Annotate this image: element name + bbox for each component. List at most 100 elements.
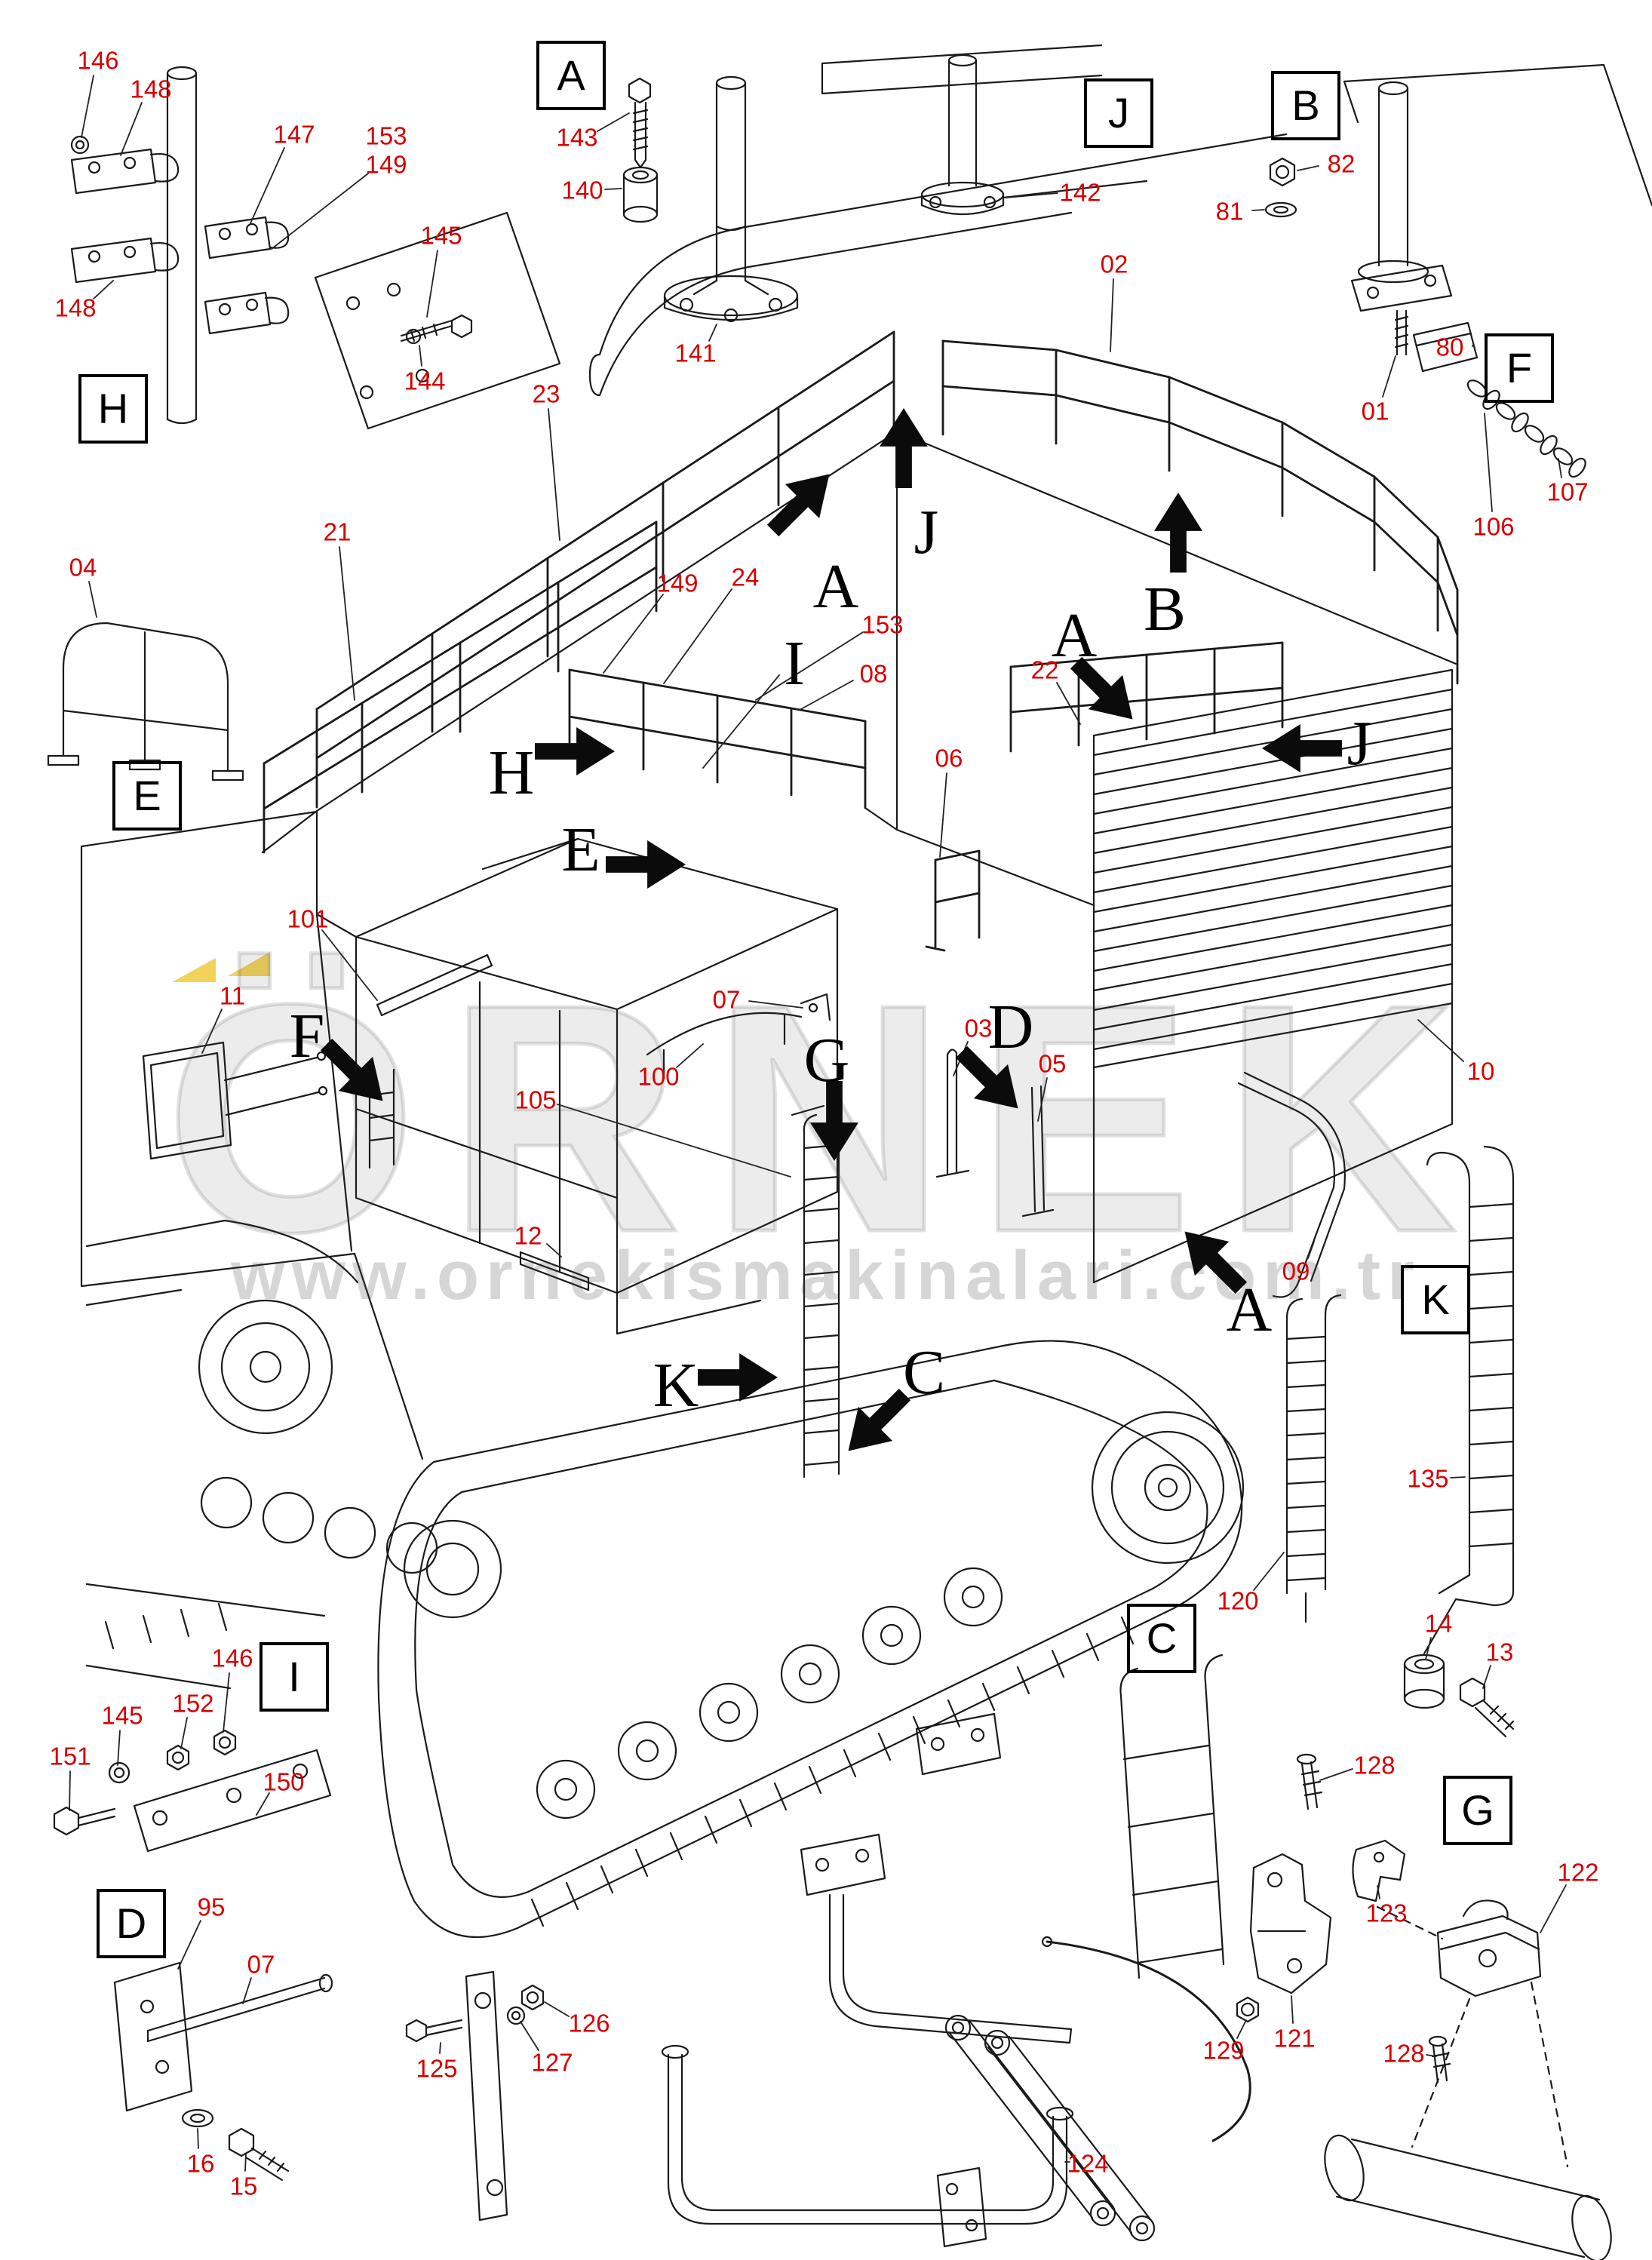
part-number-121-46: 121: [1273, 2024, 1316, 2053]
section-box-letter-C: C: [1146, 1614, 1178, 1662]
part-number-95-52: 95: [197, 1893, 226, 1921]
leader-line: [548, 408, 560, 541]
part-number-127-51: 127: [531, 2048, 573, 2077]
leader-line: [1291, 1995, 1294, 2024]
callout-letter-J-4: J: [1346, 708, 1372, 778]
section-box-D: D: [97, 1889, 166, 1958]
leader-line: [244, 2154, 247, 2172]
section-box-K: K: [1401, 1265, 1470, 1334]
leader-line: [597, 112, 630, 132]
part-number-15-55: 15: [229, 2172, 258, 2200]
part-number-153-3: 153: [365, 121, 407, 150]
part-number-05-35: 05: [1038, 1049, 1067, 1078]
section-box-C: C: [1127, 1604, 1196, 1673]
part-number-147-2: 147: [273, 120, 315, 149]
leader-line: [939, 772, 947, 858]
callout-letter-A-3: A: [1051, 600, 1098, 671]
leader-line: [242, 1977, 252, 2004]
part-number-22-27: 22: [1030, 656, 1059, 684]
leader-line: [69, 1770, 71, 1811]
leader-line: [546, 1243, 562, 1257]
part-number-82-14: 82: [1327, 149, 1356, 178]
part-number-151-56: 151: [49, 1742, 91, 1770]
plate-d-detail: [113, 1961, 333, 2182]
spacer-bolt-detail: [1403, 1598, 1515, 1738]
part-number-122-43: 122: [1557, 1858, 1599, 1887]
section-box-letter-G: G: [1461, 1786, 1494, 1834]
handle-124: [661, 2044, 1074, 2225]
part-number-128-42: 128: [1353, 1751, 1396, 1779]
leader-line: [1253, 1552, 1285, 1591]
part-number-11-28: 11: [219, 981, 246, 1010]
strap-125-detail: [405, 1970, 545, 2222]
part-number-10-36: 10: [1466, 1057, 1495, 1085]
section-box-H: H: [78, 374, 148, 444]
part-number-06-26: 06: [935, 744, 963, 772]
callout-letter-C-12: C: [902, 1337, 946, 1408]
leader-line: [603, 594, 664, 674]
callout-letter-D-9: D: [987, 992, 1034, 1062]
leader-line: [755, 631, 864, 701]
callout-letter-B-2: B: [1143, 574, 1187, 644]
leader-line: [180, 1717, 188, 1749]
handle-09: [1237, 1071, 1346, 1298]
part-number-145-57: 145: [101, 1701, 143, 1730]
part-number-150-60: 150: [263, 1767, 305, 1796]
part-number-152-58: 152: [172, 1689, 214, 1718]
leader-line: [439, 2042, 441, 2054]
leader-line: [800, 680, 854, 710]
part-number-07-53: 07: [247, 1950, 275, 1979]
leader-line: [250, 147, 285, 224]
leader-line: [1382, 355, 1396, 398]
part-number-16-54: 16: [186, 2149, 215, 2178]
leader-line: [544, 2001, 570, 2017]
leader-line: [748, 1000, 803, 1009]
section-box-J: J: [1084, 78, 1153, 148]
section-box-F: F: [1485, 333, 1554, 403]
part-number-08-25: 08: [859, 659, 888, 688]
leader-line: [1307, 1241, 1315, 1259]
part-number-12-32: 12: [514, 1221, 542, 1250]
part-number-148-1: 148: [130, 75, 172, 103]
part-number-124-48: 124: [1067, 2149, 1109, 2178]
leader-line: [1484, 413, 1493, 512]
leader-line: [426, 250, 438, 318]
ladder-120: [1285, 1294, 1342, 1623]
section-box-letter-A: A: [557, 51, 585, 99]
leader-line: [1377, 1885, 1380, 1899]
callout-letter-K-11: K: [653, 1350, 699, 1420]
section-box-letter-D: D: [115, 1899, 147, 1947]
part-number-123-44: 123: [1365, 1899, 1408, 1927]
leader-line: [1037, 1077, 1048, 1122]
leader-line: [1006, 192, 1058, 198]
leader-line: [676, 1043, 704, 1068]
part-number-14-40: 14: [1424, 1609, 1453, 1638]
post-j-detail: [920, 54, 1148, 216]
part-number-129-45: 129: [1202, 2036, 1245, 2065]
callout-letter-I-13: I: [784, 628, 805, 699]
part-number-105-31: 105: [514, 1085, 557, 1114]
leader-line: [702, 674, 780, 769]
leader-line: [1426, 2054, 1437, 2057]
rail-04-detail: [47, 622, 244, 781]
leader-line: [1056, 682, 1081, 725]
part-number-09-37: 09: [1282, 1257, 1310, 1285]
part-number-24-23: 24: [731, 563, 760, 591]
section-box-letter-E: E: [133, 772, 161, 819]
leader-line: [1482, 1665, 1491, 1689]
ladder-135: [1426, 1145, 1515, 1607]
section-box-letter-J: J: [1108, 89, 1129, 137]
section-box-A: A: [536, 41, 606, 110]
callout-letter-E-6: E: [561, 815, 600, 885]
part-number-128-47: 128: [1383, 2039, 1425, 2068]
post-a-detail: [588, 44, 1288, 397]
part-number-143-8: 143: [556, 123, 598, 152]
leader-line: [88, 581, 97, 618]
part-number-106-19: 106: [1472, 512, 1515, 541]
leader-line: [1558, 458, 1562, 478]
grill-panel: [1092, 668, 1454, 1284]
part-number-21-21: 21: [323, 517, 352, 546]
part-number-146-59: 146: [211, 1644, 253, 1672]
